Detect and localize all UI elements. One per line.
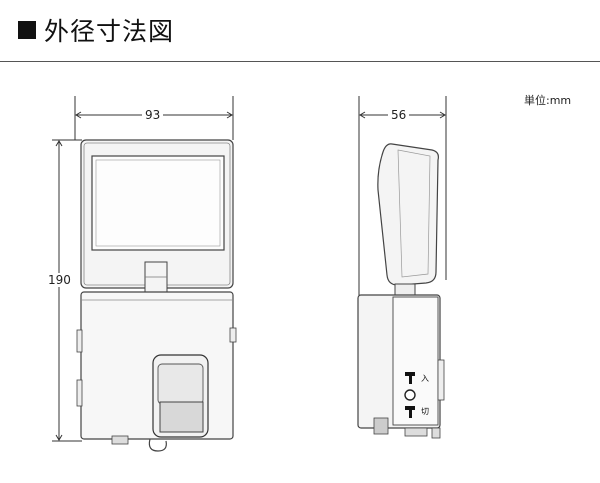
switch-knob bbox=[404, 389, 416, 401]
page-title: 外径寸法図 bbox=[18, 16, 174, 48]
side-lamp-head bbox=[377, 143, 439, 286]
side-depth-label: 56 bbox=[388, 108, 410, 122]
unit-label: 単位:mm bbox=[524, 94, 572, 107]
side-view bbox=[357, 143, 445, 439]
front-width-label: 93 bbox=[142, 108, 164, 122]
front-lens bbox=[91, 155, 225, 251]
switch-off-icon bbox=[405, 406, 415, 410]
side-depth-dimension bbox=[358, 96, 447, 300]
page-title-text: 外径寸法図 bbox=[44, 17, 175, 46]
header: 外径寸法図 bbox=[0, 0, 600, 62]
front-view bbox=[76, 139, 237, 452]
front-height-label: 190 bbox=[45, 273, 74, 287]
switch-on-label: 入 bbox=[421, 374, 429, 383]
front-height-dimension bbox=[52, 139, 82, 442]
header-divider bbox=[0, 61, 600, 62]
switch-off-label: 切 bbox=[421, 407, 429, 416]
title-square-icon bbox=[18, 21, 36, 39]
switch-on-icon bbox=[405, 372, 415, 376]
